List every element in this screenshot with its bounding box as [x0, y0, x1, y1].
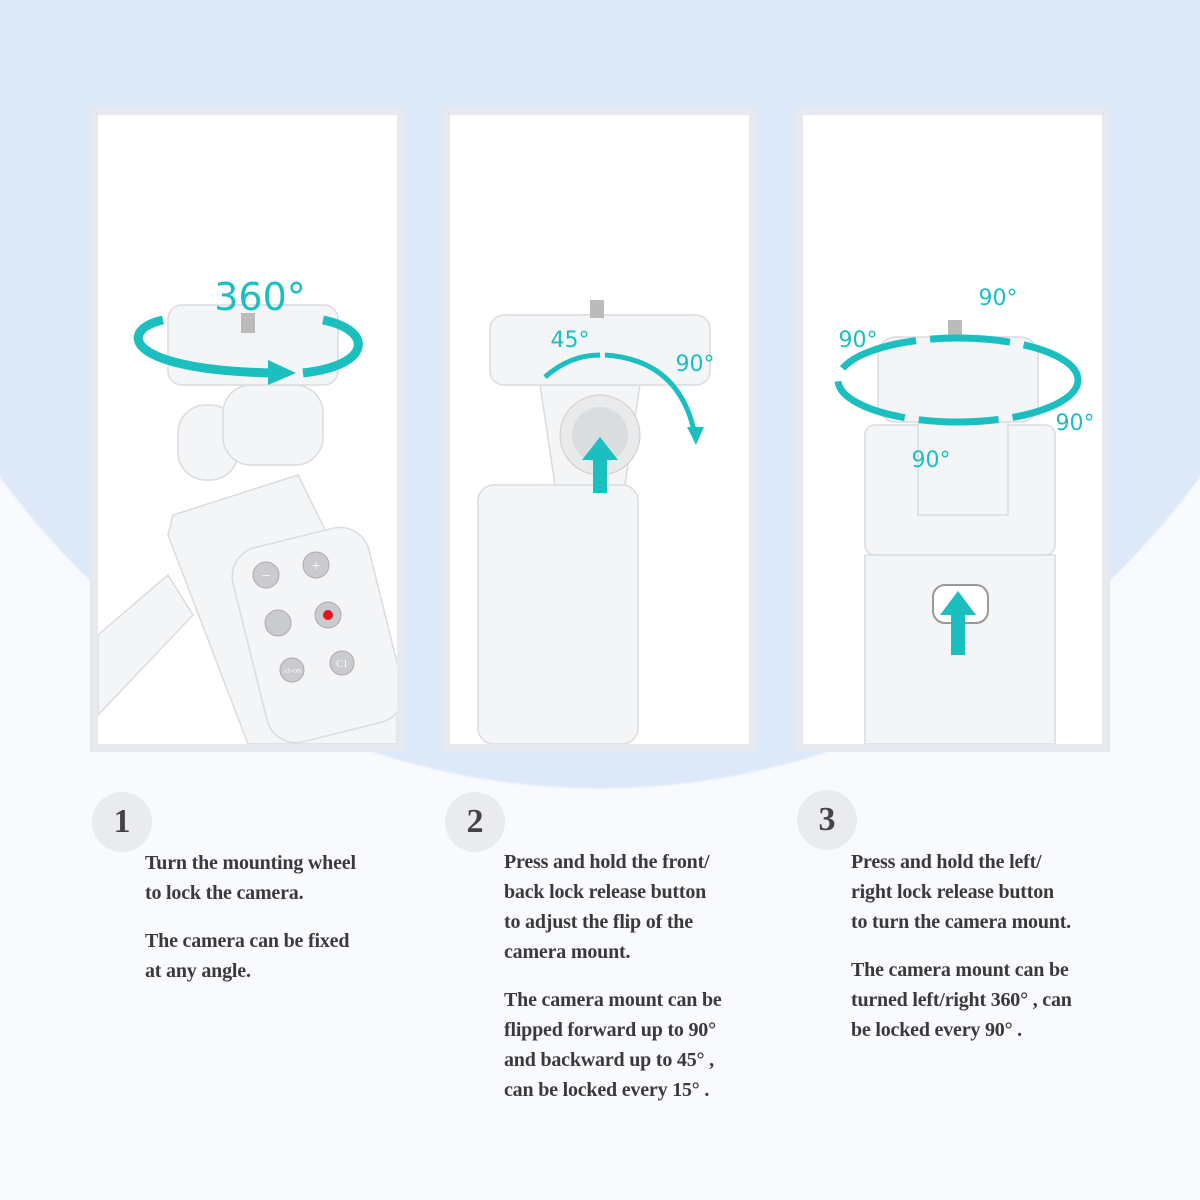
remote-button-c1: C1 — [336, 659, 348, 670]
angle-label-90-top: 90° — [979, 286, 1018, 311]
remote-button-afon: AF-ON — [283, 669, 302, 675]
step-3-paragraph-1: Press and hold the left/ right lock rele… — [851, 851, 1071, 933]
angle-label-90-right: 90° — [1056, 411, 1095, 436]
angle-label-90-left: 90° — [839, 328, 878, 353]
step-2-paragraph-1: Press and hold the front/ back lock rele… — [504, 851, 710, 963]
remote-button-plus: + — [311, 558, 320, 575]
step-2-text: Press and hold the front/ back lock rele… — [504, 847, 804, 1123]
panel-step-1-image: − + AF-ON C1 360° — [90, 107, 405, 752]
press-arrow-icon — [582, 437, 618, 460]
panel-step-3-image: 90° 90° 90° 90° — [795, 107, 1110, 752]
rotate-arrow-icon — [268, 360, 296, 385]
angle-label-90-bottom: 90° — [912, 448, 951, 473]
press-arrow-icon — [940, 591, 976, 615]
step-number-3: 3 — [797, 790, 857, 850]
angle-label-90: 90° — [676, 352, 715, 377]
step-number-1: 1 — [92, 792, 152, 852]
record-icon — [323, 610, 333, 620]
step-1-paragraph-2: The camera can be fixed at any angle. — [145, 930, 350, 982]
step-number-2: 2 — [445, 792, 505, 852]
step-1-paragraph-1: Turn the mounting wheel to lock the came… — [145, 852, 356, 904]
angle-label-45: 45° — [551, 328, 590, 353]
step-2-paragraph-2: The camera mount can be flipped forward … — [504, 989, 722, 1101]
step-3-paragraph-2: The camera mount can be turned left/righ… — [851, 959, 1072, 1041]
step-3-text: Press and hold the left/ right lock rele… — [851, 847, 1151, 1063]
panel-step-2-image: 45° 90° — [442, 107, 757, 752]
angle-label-360: 360° — [214, 275, 306, 319]
step-1-text: Turn the mounting wheel to lock the came… — [145, 848, 445, 1004]
remote-button-minus: − — [261, 568, 270, 585]
